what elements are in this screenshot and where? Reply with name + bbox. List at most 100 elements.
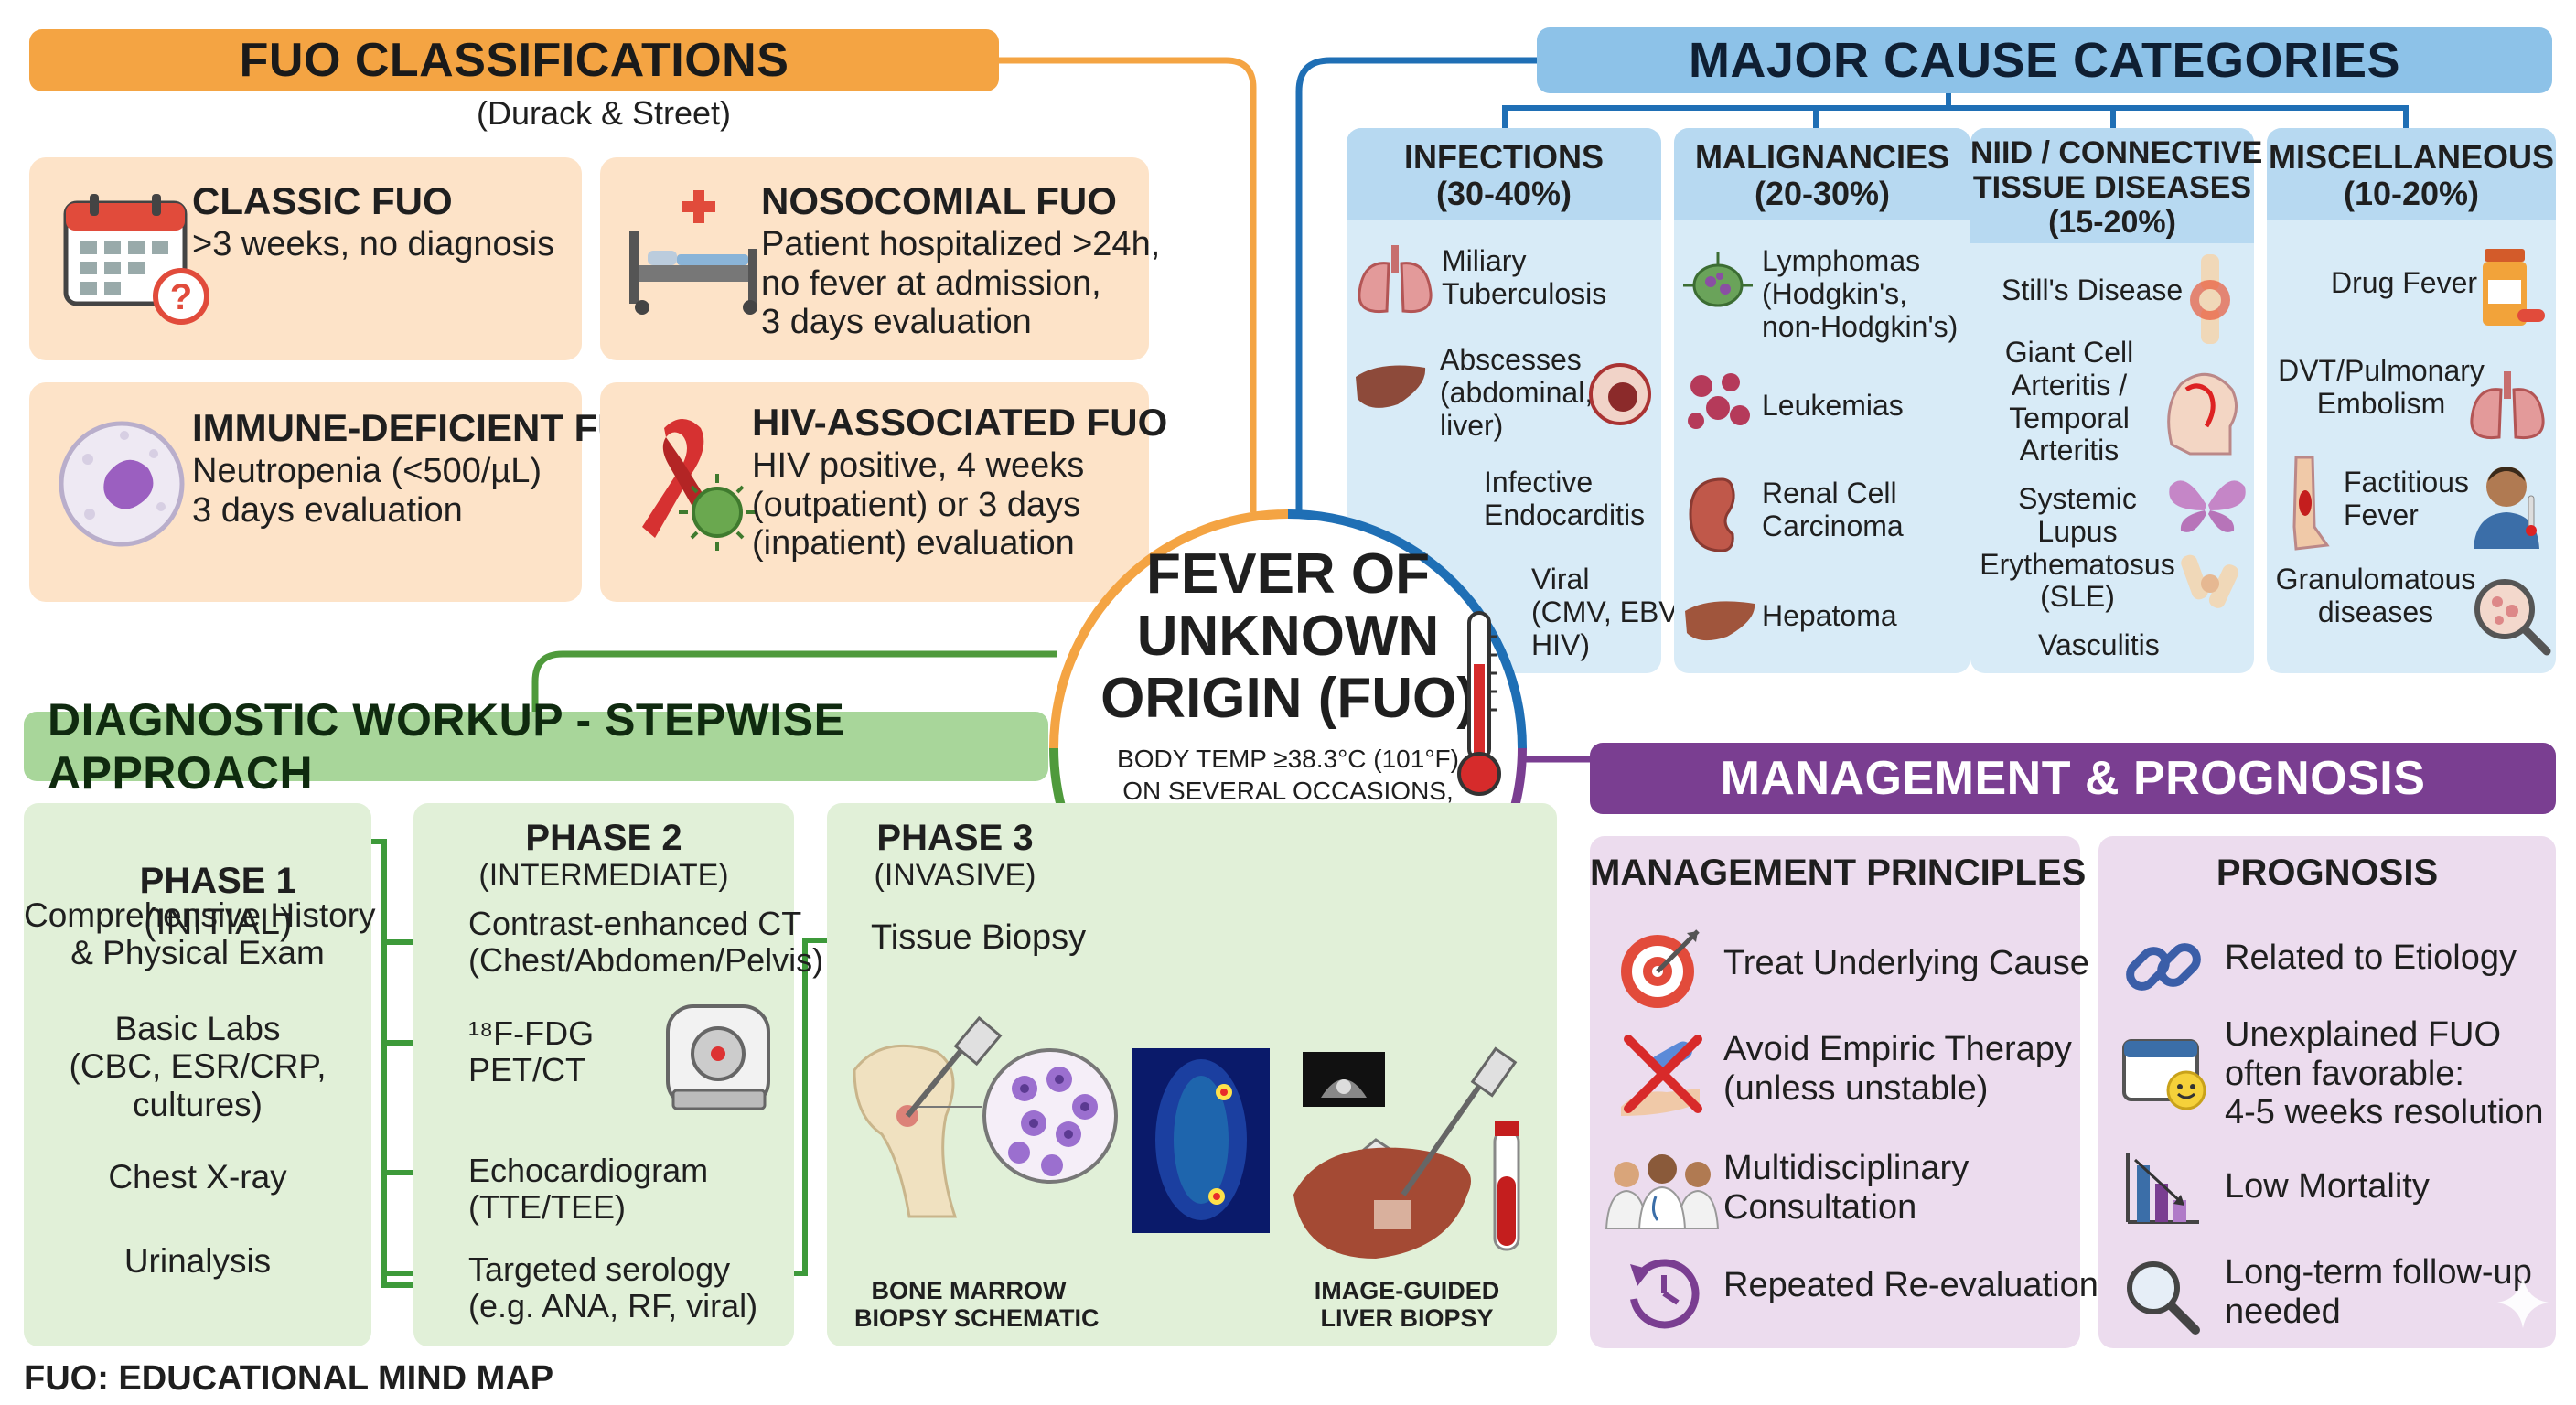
- phase1-item-history: Comprehensive History & Physical Exam: [24, 896, 376, 972]
- misc-item-granulomatous: Granulomatous diseases: [2275, 563, 2476, 628]
- infection-item-endocarditis: Infective Endocarditis: [1484, 466, 1646, 531]
- workup-banner: DIAGNOSTIC WORKUP - STEPWISE APPROACH: [24, 694, 1048, 799]
- immune-fuo-title: IMMUNE-DEFICIENT FUO: [192, 406, 656, 449]
- misc-item-drug-fever: Drug Fever: [2331, 266, 2478, 299]
- hiv-fuo-desc: HIV positive, 4 weeks (outpatient) or 3 …: [752, 446, 1085, 563]
- niid-item-sle: Systemic Lupus Erythematosus (SLE): [1980, 482, 2175, 614]
- phase1-item-xray: Chest X-ray: [108, 1158, 287, 1196]
- management-title: MANAGEMENT & PROGNOSIS: [1720, 752, 2426, 805]
- kidney-icon: [1689, 477, 1735, 552]
- thermometer-icon: [1457, 611, 1501, 796]
- abscess-icon: [1589, 363, 1651, 425]
- magnifier-granuloma-icon: [2474, 579, 2551, 656]
- declining-chart-icon: [2126, 1153, 2199, 1224]
- no-empiric-therapy-icon: [1621, 1035, 1702, 1116]
- malignancy-item-hepatoma: Hepatoma: [1762, 599, 1897, 632]
- phase3-sub: (INVASIVE): [874, 858, 1036, 893]
- phase3-item-biopsy: Tissue Biopsy: [871, 918, 1087, 957]
- misc-column: MISCELLANEOUS (10-20%) Drug Fever DVT/Pu…: [2267, 128, 2556, 673]
- niid-title: NIID / CONNECTIVE TISSUE DISEASES (15-20…: [1970, 135, 2263, 241]
- malignancy-item-leukemia: Leukemias: [1762, 389, 1904, 422]
- phase3-panel: PHASE 3 (INVASIVE) Tissue Biopsy BONE MA…: [827, 803, 1557, 1346]
- niid-column: NIID / CONNECTIVE TISSUE DISEASES (15-20…: [1970, 128, 2263, 673]
- nosocomial-fuo-title: NOSOCOMIAL FUO: [761, 179, 1117, 222]
- infection-item-tb: Miliary Tuberculosis: [1442, 244, 1607, 310]
- hiv-fuo-card: HIV-ASSOCIATED FUO HIV positive, 4 weeks…: [600, 382, 1167, 602]
- pulmonary-lungs-icon: [2470, 371, 2545, 440]
- prognosis-item-mortality: Low Mortality: [2225, 1167, 2430, 1206]
- magnifying-glass-icon: [2127, 1261, 2200, 1335]
- phase1-panel: PHASE 1 (INITIAL) Comprehensive History …: [24, 803, 376, 1346]
- phase2-item-pet: ¹⁸F-FDG PET/CT: [468, 1014, 595, 1089]
- phase2-panel: PHASE 2 (INTERMEDIATE) Contrast-enhanced…: [413, 803, 823, 1346]
- malignancies-column: MALIGNANCIES (20-30%) Lymphomas (Hodgkin…: [1674, 128, 1970, 673]
- immune-deficient-fuo-card: IMMUNE-DEFICIENT FUO Neutropenia (<500/µ…: [29, 382, 655, 602]
- center-title: FEVER OF UNKNOWN ORIGIN (FUO): [1100, 542, 1476, 731]
- immune-fuo-desc: Neutropenia (<500/µL) 3 days evaluation: [192, 452, 542, 530]
- infections-title: INFECTIONS (30-40%): [1403, 138, 1604, 213]
- misc-item-dvt: DVT/Pulmonary Embolism: [2278, 354, 2485, 420]
- causes-banner: MAJOR CAUSE CATEGORIES: [1537, 27, 2552, 93]
- liver-icon: [1356, 365, 1426, 408]
- misc-title: MISCELLANEOUS (10-20%): [2268, 138, 2554, 213]
- classifications-banner: FUO CLASSIFICATIONS: [29, 29, 999, 91]
- phase2-title: PHASE 2: [525, 818, 682, 858]
- lymph-node-icon: [1683, 252, 1753, 307]
- phase2-item-echo: Echocardiogram (TTE/TEE): [468, 1152, 709, 1227]
- principle-item-empiric: Avoid Empiric Therapy (unless unstable): [1723, 1030, 2072, 1108]
- target-icon: [1621, 929, 1700, 1008]
- hiv-ribbon-virus-icon: [642, 419, 756, 551]
- vasculitis-joint-icon: [2181, 554, 2239, 608]
- classic-fuo-desc: >3 weeks, no diagnosis: [192, 225, 555, 263]
- butterfly-rash-icon: [2169, 480, 2246, 532]
- causes-title: MAJOR CAUSE CATEGORIES: [1688, 33, 2401, 88]
- calendar-smile-icon: [2122, 1039, 2206, 1110]
- phase1-heading: PHASE 1 (INITIAL): [24, 820, 371, 983]
- malignancies-title: MALIGNANCIES (20-30%): [1695, 138, 1949, 213]
- person-thermometer-icon: [2474, 467, 2539, 549]
- prognosis-item-followup: Long-term follow-up needed: [2225, 1253, 2532, 1331]
- leukemia-cells-icon: [1688, 373, 1750, 429]
- nosocomial-fuo-desc: Patient hospitalized >24h, no fever at a…: [761, 225, 1161, 342]
- niid-item-vasculitis: Vasculitis: [2038, 628, 2160, 661]
- pill-bottle-icon: [2483, 249, 2545, 326]
- classifications-title: FUO CLASSIFICATIONS: [239, 34, 789, 87]
- nosocomial-fuo-card: NOSOCOMIAL FUO Patient hospitalized >24h…: [600, 157, 1160, 360]
- niid-item-gca: Giant Cell Arteritis / Temporal Arteriti…: [2004, 336, 2134, 467]
- workup-title: DIAGNOSTIC WORKUP - STEPWISE APPROACH: [48, 694, 845, 799]
- sparkle-icon: [2497, 1277, 2549, 1328]
- classic-fuo-card: ? CLASSIC FUO >3 weeks, no diagnosis: [29, 157, 582, 360]
- re-evaluation-icon: [1630, 1259, 1700, 1329]
- liver-biopsy-icon: [1293, 1046, 1520, 1259]
- svg-text:?: ?: [170, 277, 192, 317]
- head-artery-icon: [2167, 372, 2238, 456]
- calendar-icon: ?: [63, 194, 209, 325]
- principles-title: MANAGEMENT PRINCIPLES: [1590, 853, 2087, 893]
- pet-scanner-icon: [666, 1004, 770, 1110]
- infection-item-abscess: Abscesses (abdominal, liver): [1440, 343, 1594, 442]
- joint-inflammation-icon: [2190, 254, 2230, 344]
- phase2-item-serology: Targeted serology (e.g. ANA, RF, viral): [468, 1250, 758, 1325]
- phase2-sub: (INTERMEDIATE): [478, 858, 729, 893]
- malignancy-item-renal: Renal Cell Carcinoma: [1762, 477, 1904, 542]
- hepatoma-liver-icon: [1685, 601, 1755, 641]
- classic-fuo-title: CLASSIC FUO: [192, 179, 453, 222]
- prognosis-item-etiology: Related to Etiology: [2225, 938, 2517, 977]
- liver-biopsy-caption: IMAGE-GUIDED LIVER BIOPSY: [1314, 1277, 1500, 1333]
- prognosis-title: PROGNOSIS: [2216, 853, 2439, 893]
- hiv-fuo-title: HIV-ASSOCIATED FUO: [752, 401, 1168, 444]
- bone-marrow-biopsy-icon: [853, 1015, 1118, 1218]
- white-blood-cell-icon: [59, 421, 185, 547]
- phase3-title: PHASE 3: [876, 818, 1034, 858]
- prognosis-item-favorable: Unexplained FUO often favorable: 4-5 wee…: [2225, 1015, 2544, 1132]
- phase2-item-ct: Contrast-enhanced CT (Chest/Abdomen/Pelv…: [468, 905, 824, 980]
- management-banner: MANAGEMENT & PROGNOSIS: [1590, 743, 2556, 814]
- phase1-item-labs: Basic Labs (CBC, ESR/CRP, cultures): [69, 1010, 327, 1123]
- prognosis-panel: PROGNOSIS Related to Etiology Unexplaine…: [2098, 836, 2556, 1348]
- principles-panel: MANAGEMENT PRINCIPLES Treat Underlying C…: [1590, 836, 2098, 1348]
- classifications-subtitle: (Durack & Street): [476, 94, 732, 132]
- ultrasound-screen-icon: [1303, 1052, 1385, 1107]
- bone-marrow-caption: BONE MARROW BIOPSY SCHEMATIC: [854, 1277, 1100, 1333]
- principle-item-treat: Treat Underlying Cause: [1723, 944, 2089, 982]
- lungs-icon: [1358, 245, 1433, 314]
